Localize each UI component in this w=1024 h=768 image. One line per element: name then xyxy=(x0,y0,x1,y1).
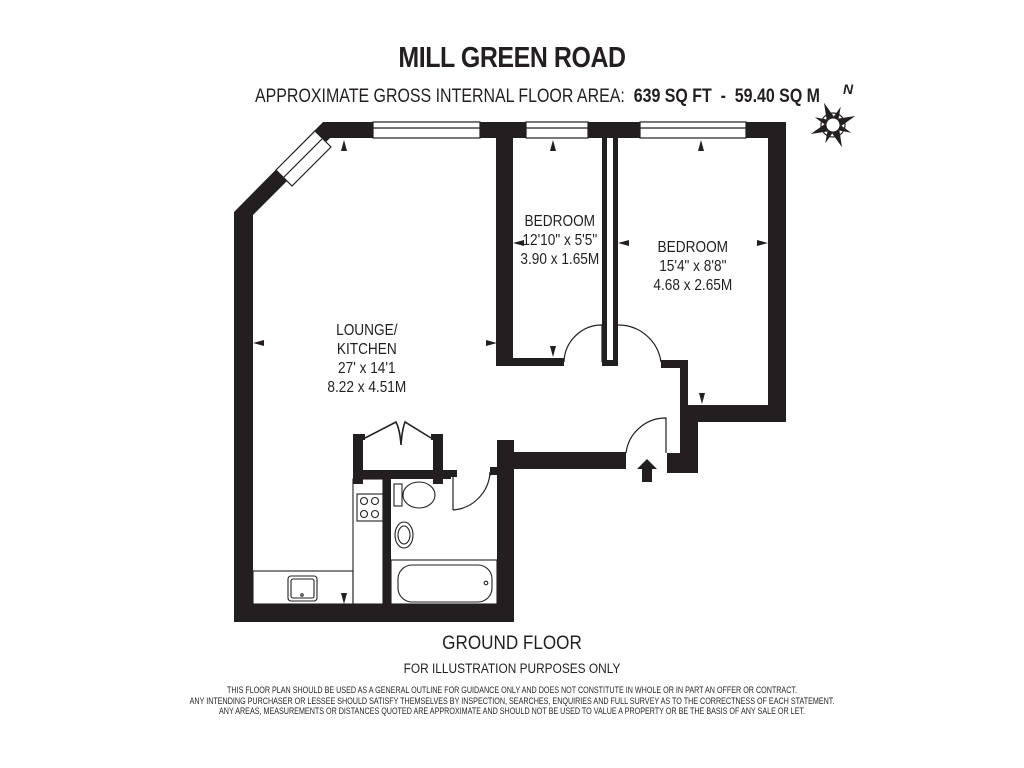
wall-markers xyxy=(253,140,768,604)
doors xyxy=(364,324,667,511)
room-dimensions-metric: 3.90 x 1.65M xyxy=(520,251,600,268)
room-dimensions-imperial: 12'10" x 5'5" xyxy=(522,232,598,249)
entrance-arrow-icon xyxy=(637,459,657,482)
illustration-note: FOR ILLUSTRATION PURPOSES ONLY xyxy=(403,661,621,676)
plan-title: MILL GREEN ROAD xyxy=(398,42,626,74)
disclaimer-line: THIS FLOOR PLAN SHOULD BE USED AS A GENE… xyxy=(227,685,797,695)
windows xyxy=(275,121,747,187)
floor-area-sqft: 639 SQ FT xyxy=(633,86,712,107)
room-name: KITCHEN xyxy=(336,341,397,358)
floor-area-sqm: 59.40 SQ M xyxy=(734,86,820,107)
hob-icon xyxy=(356,493,384,522)
compass-rose-icon: N xyxy=(810,81,856,148)
fixtures xyxy=(252,478,498,605)
floor-area-summary: APPROXIMATE GROSS INTERNAL FLOOR AREA: 6… xyxy=(255,86,820,108)
room-dimensions-imperial: 27' x 14'1 xyxy=(338,360,396,377)
room-name: LOUNGE/ xyxy=(336,322,398,339)
walls xyxy=(234,122,786,622)
room-label-lounge-kitchen: LOUNGE/ KITCHEN 27' x 14'1 8.22 x 4.51M xyxy=(327,321,406,397)
floor-area-separator: - xyxy=(720,86,726,107)
toilet-icon xyxy=(393,481,436,509)
room-name: BEDROOM xyxy=(524,213,596,230)
sink-icon xyxy=(287,575,318,602)
bath-icon xyxy=(390,559,498,605)
floor-area-label: APPROXIMATE GROSS INTERNAL FLOOR AREA: xyxy=(255,86,625,107)
room-dimensions-metric: 8.22 x 4.51M xyxy=(327,379,407,396)
room-dimensions-metric: 4.68 x 2.65M xyxy=(653,277,733,294)
disclaimer-line: ANY INTENDING PURCHASER OR LESSEE SHOULD… xyxy=(189,695,835,706)
room-dimensions-imperial: 15'4" x 8'8" xyxy=(659,258,727,275)
room-name: BEDROOM xyxy=(657,239,729,256)
north-label: N xyxy=(843,81,854,97)
floor-level-label: GROUND FLOOR xyxy=(442,633,582,654)
disclaimer-line: ANY AREAS, MEASUREMENTS OR DISTANCES QUO… xyxy=(219,706,805,716)
room-label-bedroom-1: BEDROOM 12'10" x 5'5" 3.90 x 1.65M xyxy=(520,212,599,269)
basin-icon xyxy=(394,521,414,549)
room-label-bedroom-2: BEDROOM 15'4" x 8'8" 4.68 x 2.65M xyxy=(653,238,732,295)
disclaimer: THIS FLOOR PLAN SHOULD BE USED AS A GENE… xyxy=(113,685,912,717)
